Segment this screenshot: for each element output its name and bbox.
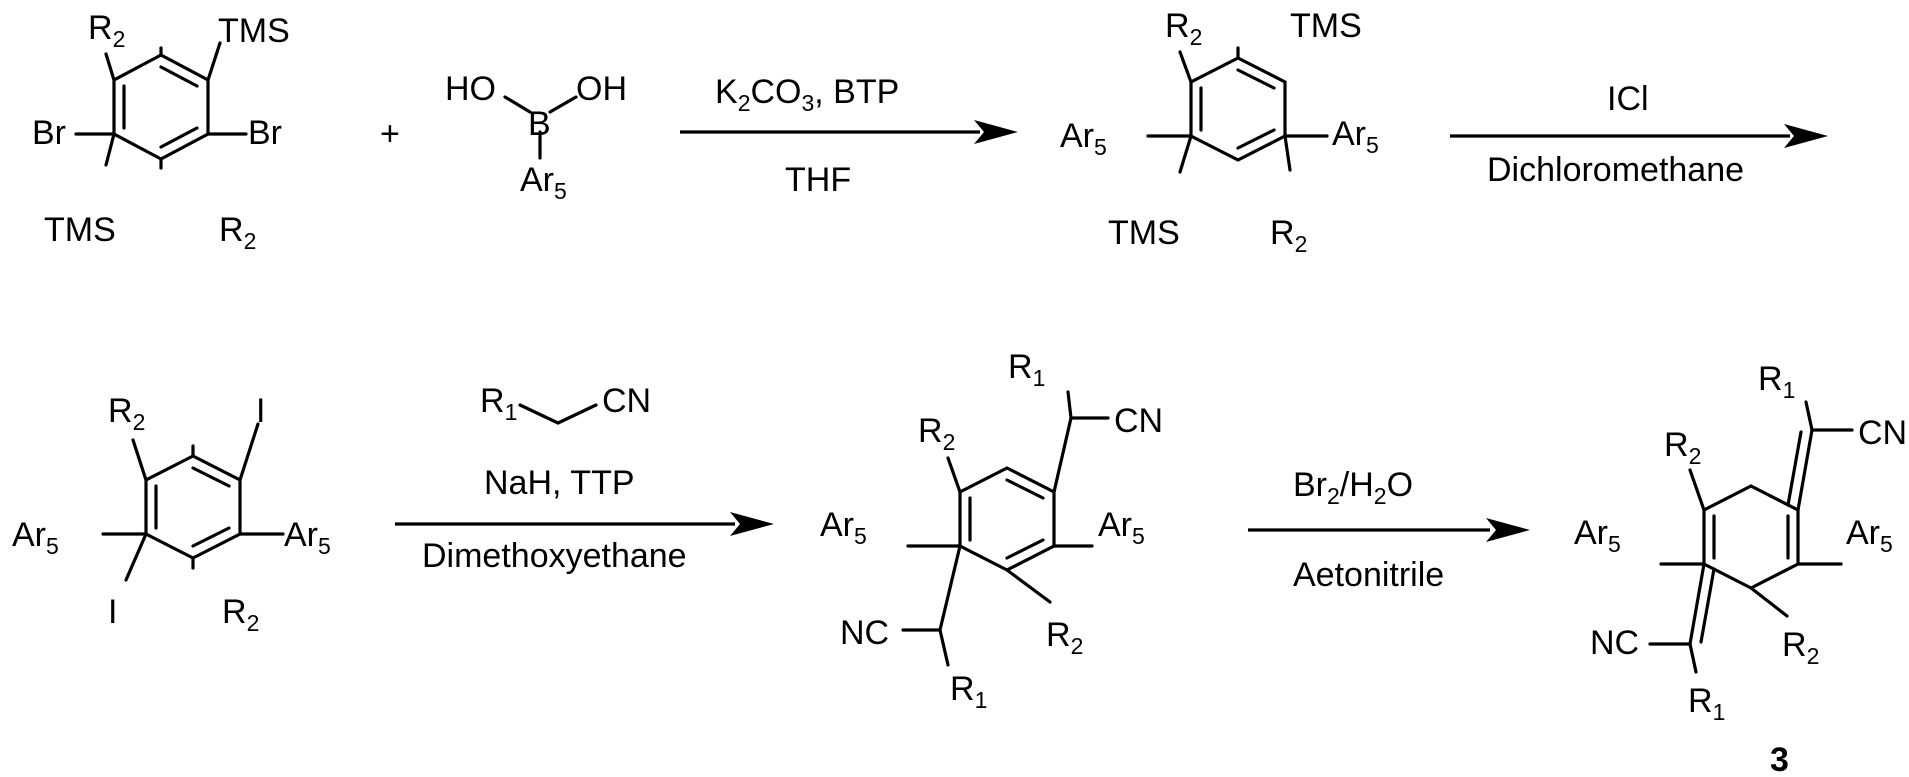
ar5-label: Ar5 bbox=[820, 506, 867, 549]
step1-reagents: K2CO3, BTP bbox=[715, 73, 899, 116]
r1-label: R1 bbox=[950, 670, 987, 713]
r1-label: R1 bbox=[1008, 348, 1045, 391]
r1-label: R1 bbox=[480, 382, 517, 425]
ho-label: HO bbox=[445, 70, 496, 108]
boron-label: B bbox=[528, 105, 551, 143]
benzene-ring bbox=[1191, 58, 1285, 160]
nc-label: NC bbox=[840, 614, 889, 652]
r1-label: R1 bbox=[1688, 682, 1725, 725]
r2-label: R2 bbox=[1664, 426, 1701, 469]
tms-label: TMS bbox=[1290, 7, 1362, 45]
ar5-label: Ar5 bbox=[12, 516, 59, 559]
nc-label: NC bbox=[1590, 624, 1639, 662]
tms-label: TMS bbox=[44, 211, 116, 249]
quinoid-ring bbox=[1704, 486, 1798, 588]
molecule-diiodo-diaryl-benzene: I R2 Ar5 Ar5 I R2 bbox=[12, 392, 331, 636]
ar5-label: Ar5 bbox=[284, 516, 331, 559]
reagent-alkyl-nitrile: R1 CN bbox=[480, 382, 651, 425]
cn-label: CN bbox=[1114, 402, 1163, 440]
step2-solvent: Dichloromethane bbox=[1487, 151, 1744, 189]
molecule-diaryl-bis-tms-benzene: TMS R2 Ar5 Ar5 TMS R2 bbox=[1060, 7, 1379, 257]
br-label: Br bbox=[32, 114, 66, 152]
reaction-arrow-step4: Br2/H2O Aetonitrile bbox=[1248, 466, 1530, 594]
benzene-ring bbox=[114, 55, 208, 159]
benzene-ring bbox=[960, 468, 1054, 570]
ar5-label: Ar5 bbox=[520, 161, 567, 204]
r2-label: R2 bbox=[1046, 616, 1083, 659]
molecule-bis-cyanoalkyl-diaryl-benzene: R1 CN R2 Ar5 Ar5 NC R2 R1 bbox=[820, 348, 1163, 713]
molecule-product-3: R1 CN R2 Ar5 Ar5 NC R2 R1 3 bbox=[1574, 360, 1907, 777]
r2-label: R2 bbox=[1165, 7, 1202, 50]
ar5-label: Ar5 bbox=[1332, 115, 1379, 158]
step4-reagents: Br2/H2O bbox=[1293, 466, 1413, 509]
ar5-label: Ar5 bbox=[1060, 117, 1107, 160]
oh-label: OH bbox=[576, 70, 627, 108]
r1-label: R1 bbox=[1758, 360, 1795, 403]
benzene-ring bbox=[146, 456, 240, 558]
reaction-arrow-step2: ICl Dichloromethane bbox=[1450, 80, 1828, 189]
ar5-label: Ar5 bbox=[1098, 506, 1145, 549]
step3-reagent: NaH, TTP bbox=[484, 464, 635, 502]
reaction-arrow-step3: R1 CN NaH, TTP Dimethoxyethane bbox=[395, 382, 774, 575]
step3-solvent: Dimethoxyethane bbox=[422, 537, 687, 575]
iodine-label: I bbox=[108, 593, 117, 631]
tms-label: TMS bbox=[218, 12, 290, 50]
r2-label: R2 bbox=[108, 392, 145, 435]
iodine-label: I bbox=[256, 392, 265, 430]
cn-label: CN bbox=[602, 382, 651, 420]
tms-label: TMS bbox=[1108, 214, 1180, 252]
br-label: Br bbox=[248, 114, 282, 152]
ar5-label: Ar5 bbox=[1846, 514, 1893, 557]
plus-sign: + bbox=[380, 115, 400, 153]
r2-label: R2 bbox=[918, 412, 955, 455]
r2-label: R2 bbox=[88, 9, 125, 52]
molecule-dibromo-bis-tms-benzene: TMS Br Br R2 TMS R2 bbox=[32, 9, 290, 254]
molecule-aryl-boronic-acid: HO OH B Ar5 bbox=[445, 70, 627, 204]
r2-label: R2 bbox=[1270, 214, 1307, 257]
step4-solvent: Aetonitrile bbox=[1293, 556, 1444, 594]
step1-solvent: THF bbox=[785, 161, 851, 199]
r2-label: R2 bbox=[222, 593, 259, 636]
ar5-label: Ar5 bbox=[1574, 514, 1621, 557]
compound-number: 3 bbox=[1770, 741, 1789, 777]
r2-label: R2 bbox=[1782, 626, 1819, 669]
r2-label: R2 bbox=[219, 211, 256, 254]
cn-label: CN bbox=[1858, 414, 1907, 452]
reaction-arrow-step1: K2CO3, BTP THF bbox=[680, 73, 1018, 199]
step2-reagent: ICl bbox=[1607, 80, 1649, 118]
